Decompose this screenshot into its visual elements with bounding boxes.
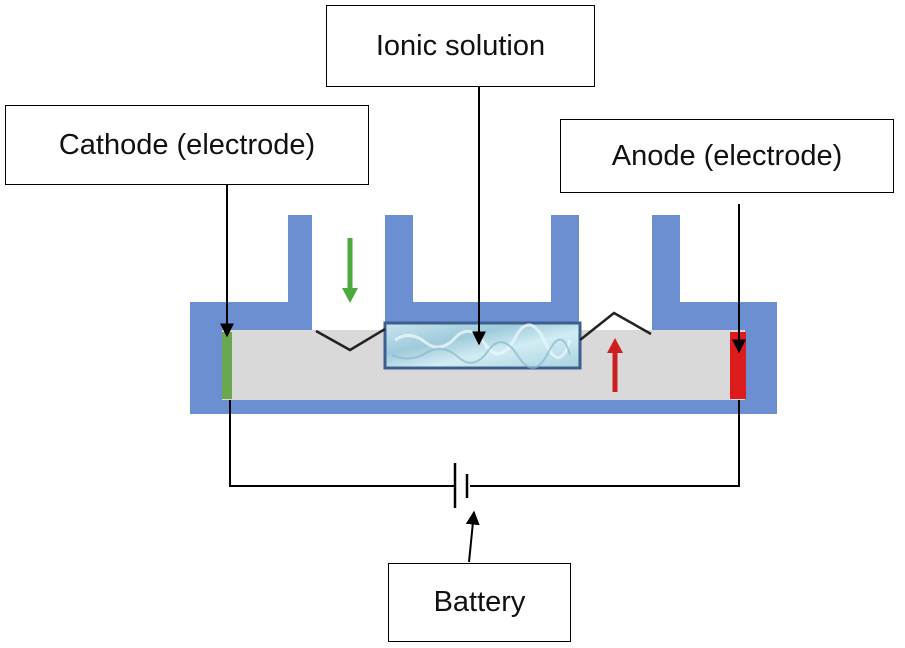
battery-icon [453, 463, 469, 508]
battery-pointer [465, 510, 480, 563]
circuit-wire [229, 400, 740, 487]
battery-label: Battery [388, 563, 571, 642]
cathode-electrode [222, 332, 232, 399]
ionic-solution-membrane [383, 321, 582, 370]
ionic-solution-label: Ionic solution [326, 5, 595, 87]
cathode-label: Cathode (electrode) [5, 105, 369, 185]
anode-label: Anode (electrode) [560, 119, 894, 193]
left-zigzag [315, 327, 386, 352]
right-zigzag [579, 311, 652, 341]
down-arrow-icon [342, 238, 358, 303]
up-arrow-icon [607, 338, 623, 392]
well-openings [312, 215, 652, 330]
